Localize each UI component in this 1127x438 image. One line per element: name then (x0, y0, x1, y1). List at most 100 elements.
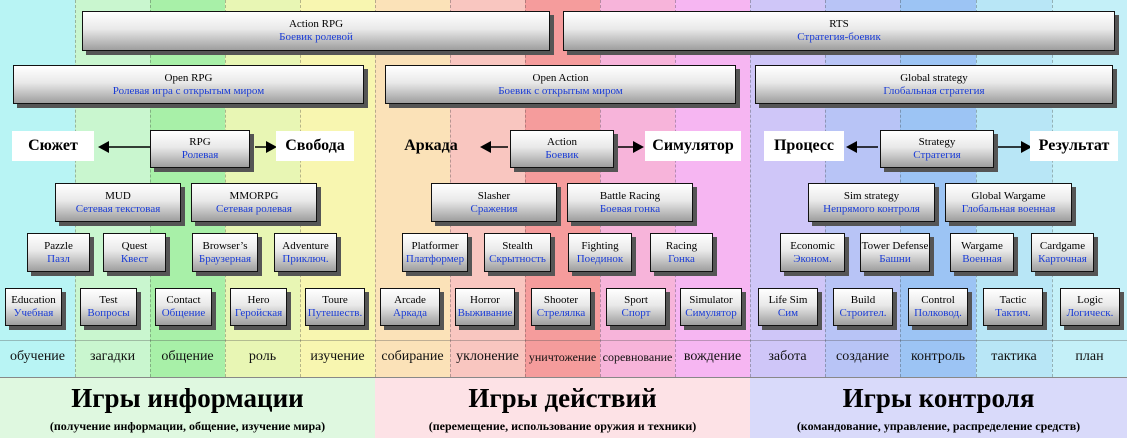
axis-right-simulator: Симулятор (645, 131, 741, 161)
arrow-right-icon (618, 141, 644, 153)
section-title: Игры контроля (842, 383, 1035, 413)
genre-cardgame: Cardgame Карточная (1031, 233, 1094, 272)
genre-sport: Sport Спорт (606, 288, 666, 326)
genre-test: Test Вопросы (80, 288, 137, 326)
section-title: Игры информации (71, 383, 304, 413)
genre-hero: Hero Геройская (230, 288, 287, 326)
box-ru-label: Симулятор (685, 307, 737, 319)
axis-left-arcade: Аркада (404, 137, 458, 154)
section-title: Игры действий (468, 383, 657, 413)
verb-label: план (1075, 349, 1104, 364)
box-ru-label: Глобальная стратегия (883, 84, 985, 97)
column-divider (375, 0, 376, 377)
box-en-label: Shooter (543, 294, 579, 306)
box-ru-label: Выживание (457, 307, 513, 319)
box-ru-label: Логическ. (1066, 307, 1114, 319)
box-en-label: Life Sim (768, 294, 808, 306)
box-ru-label: Аркада (393, 307, 427, 319)
slasher-box: Slasher Сражения (431, 183, 557, 222)
box-ru-label: Ролевая (181, 149, 219, 161)
axis-right-svoboda: Свобода (276, 131, 354, 161)
box-en-label: Education (11, 294, 56, 306)
box-ru-label: Боевик (545, 149, 579, 161)
verb-label: тактика (991, 349, 1037, 364)
verb-label: уклонение (456, 349, 519, 364)
box-ru-label: Боевик ролевой (279, 31, 353, 43)
global-wargame-box: Global Wargame Глобальная военная (945, 183, 1072, 222)
box-en-label: Control (921, 294, 955, 306)
open-action-box: Open Action Боевик с открытым миром (385, 65, 736, 104)
box-en-label: Sim strategy (843, 189, 900, 202)
box-en-label: Racing (665, 239, 698, 252)
action-box: Action Боевик (510, 130, 614, 168)
box-ru-label: Эконом. (793, 252, 832, 265)
genre-contact: Contact Общение (155, 288, 212, 326)
box-ru-label: Непрямого контроля (823, 202, 920, 215)
box-en-label: Adventure (282, 239, 329, 252)
global-strategy-box: Global strategy Глобальная стратегия (755, 65, 1113, 104)
sim-strategy-box: Sim strategy Непрямого контроля (808, 183, 935, 222)
box-en-label: Global strategy (900, 71, 968, 84)
section-control: Игры контроля (командование, управление,… (750, 378, 1127, 438)
box-ru-label: Боевая гонка (599, 202, 661, 215)
box-en-label: Strategy (918, 136, 956, 148)
box-en-label: Global Wargame (971, 189, 1046, 202)
genre-platformer: Platformer Платформер (402, 233, 468, 272)
verb-label: собирание (381, 349, 444, 364)
box-en-label: Fighting (581, 239, 619, 252)
box-en-label: RTS (829, 18, 849, 30)
box-en-label: Action RPG (288, 18, 344, 30)
box-en-label: Open Action (532, 71, 589, 84)
box-ru-label: Спорт (621, 307, 651, 319)
box-en-label: Toure (322, 294, 348, 306)
genre-logic: Logic Логическ. (1060, 288, 1120, 326)
box-en-label: Horror (470, 294, 500, 306)
box-ru-label: Ролевая игра с открытым миром (112, 84, 265, 97)
box-en-label: Logic (1077, 294, 1103, 306)
genre-horror: Horror Выживание (455, 288, 515, 326)
genre-control: Control Полковод. (908, 288, 968, 326)
box-en-label: Action (547, 136, 577, 148)
strategy-box: Strategy Стратегия (880, 130, 994, 168)
genre-economic: Economic Эконом. (780, 233, 845, 272)
genre-fighting: Fighting Поединок (568, 233, 632, 272)
box-en-label: Stealth (502, 239, 533, 252)
box-ru-label: Вопросы (87, 307, 130, 319)
verb-label: уничтожение (528, 350, 597, 364)
verb-label: контроль (910, 349, 966, 364)
axis-right-result: Результат (1030, 131, 1118, 161)
section-subtitle: (командование, управление, распределение… (796, 419, 1081, 433)
genre-pazzle: Pazzle Пазл (27, 233, 90, 272)
axis-left-process: Процесс (764, 131, 844, 161)
box-en-label: Cardgame (1039, 239, 1086, 252)
box-en-label: Tower Defense (861, 239, 929, 252)
box-en-label: Build (850, 294, 876, 306)
verb-label: роль (248, 349, 277, 364)
box-en-label: Test (99, 294, 118, 306)
genre-toure: Toure Путешеств. (305, 288, 365, 326)
box-ru-label: Гонка (668, 252, 695, 265)
box-en-label: Sport (624, 294, 648, 306)
genre-life-sim: Life Sim Сим (758, 288, 818, 326)
arrow-left-icon (846, 141, 878, 153)
box-ru-label: Приключ. (282, 252, 329, 265)
box-en-label: MMORPG (229, 189, 279, 202)
box-en-label: Quest (121, 239, 148, 252)
box-en-label: Pazzle (44, 239, 73, 252)
section-subtitle: (перемещение, использование оружия и тех… (428, 419, 697, 433)
box-en-label: Battle Racing (599, 189, 661, 202)
genre-tactic: Tactic Тактич. (983, 288, 1043, 326)
verb-label: обучение (9, 349, 66, 364)
genre-quest: Quest Квест (103, 233, 166, 272)
box-ru-label: Башни (879, 252, 911, 265)
genre-wargame: Wargame Военная (950, 233, 1014, 272)
rts-box: RTS Стратегия-боевик (563, 11, 1115, 51)
box-ru-label: Стрелялка (536, 307, 586, 319)
box-ru-label: Учебная (13, 307, 54, 319)
genre-arcade: Arcade Аркада (380, 288, 440, 326)
verb-row-divider (0, 340, 1127, 341)
box-ru-label: Глобальная военная (961, 202, 1056, 215)
genre-shooter: Shooter Стрелялка (531, 288, 591, 326)
box-ru-label: Боевик с открытым миром (498, 84, 623, 97)
genre-build: Build Строител. (833, 288, 893, 326)
